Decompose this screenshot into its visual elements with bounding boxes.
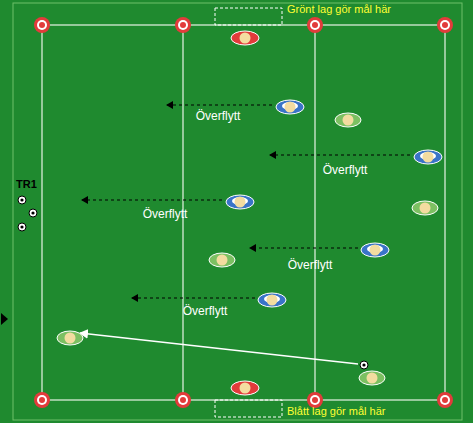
shift-label: Överflytt	[143, 208, 188, 221]
shift-label: Överflytt	[323, 164, 368, 177]
shift-label: Överflytt	[288, 259, 333, 272]
shift-label: Överflytt	[196, 110, 241, 123]
coach-label: TR1	[16, 178, 37, 190]
goal-label: Blått lag gör mål här	[287, 405, 385, 417]
goal-label: Grönt lag gör mål här	[287, 3, 391, 15]
shift-label: Överflytt	[183, 305, 228, 318]
